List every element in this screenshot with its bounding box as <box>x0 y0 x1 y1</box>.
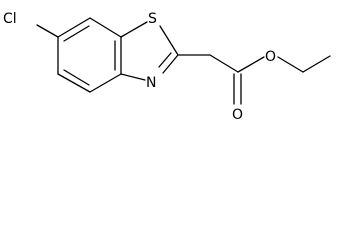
double-bond-inner-c4-c5 <box>63 69 90 86</box>
bond-c6-c7 <box>57 17 91 38</box>
bond-c6-cl <box>36 24 59 38</box>
sulfur-label: S <box>148 11 157 27</box>
double-bond-inner-c6-c7 <box>63 25 90 42</box>
ethyl-acetate-chain <box>177 54 331 105</box>
thiazole-ring <box>120 21 179 81</box>
bond-c7a-s <box>120 21 148 38</box>
chemical-structure: Cl S N O O <box>3 11 331 123</box>
bond-ester-o-ch2 <box>277 56 304 73</box>
bond-c4-c5 <box>57 73 91 93</box>
bond-c2-n <box>162 54 179 74</box>
bond-ch2-carbonyl-c <box>209 54 239 73</box>
bond-c3a-c4 <box>89 73 122 93</box>
bond-c7-c7a <box>89 17 122 38</box>
bond-s-c2 <box>159 25 179 56</box>
bond-n-c3a <box>120 73 146 81</box>
bond-ch2-ch3 <box>302 55 331 73</box>
bond-carbonyl-c-ester-o <box>237 56 265 73</box>
ester-oxygen-label: O <box>265 49 276 65</box>
nitrogen-label: N <box>146 75 156 91</box>
chlorine-label: Cl <box>3 11 17 27</box>
benzene-ring <box>57 17 122 93</box>
carbonyl-oxygen-label: O <box>232 107 243 123</box>
double-bond-inner-c2-n <box>158 52 172 68</box>
